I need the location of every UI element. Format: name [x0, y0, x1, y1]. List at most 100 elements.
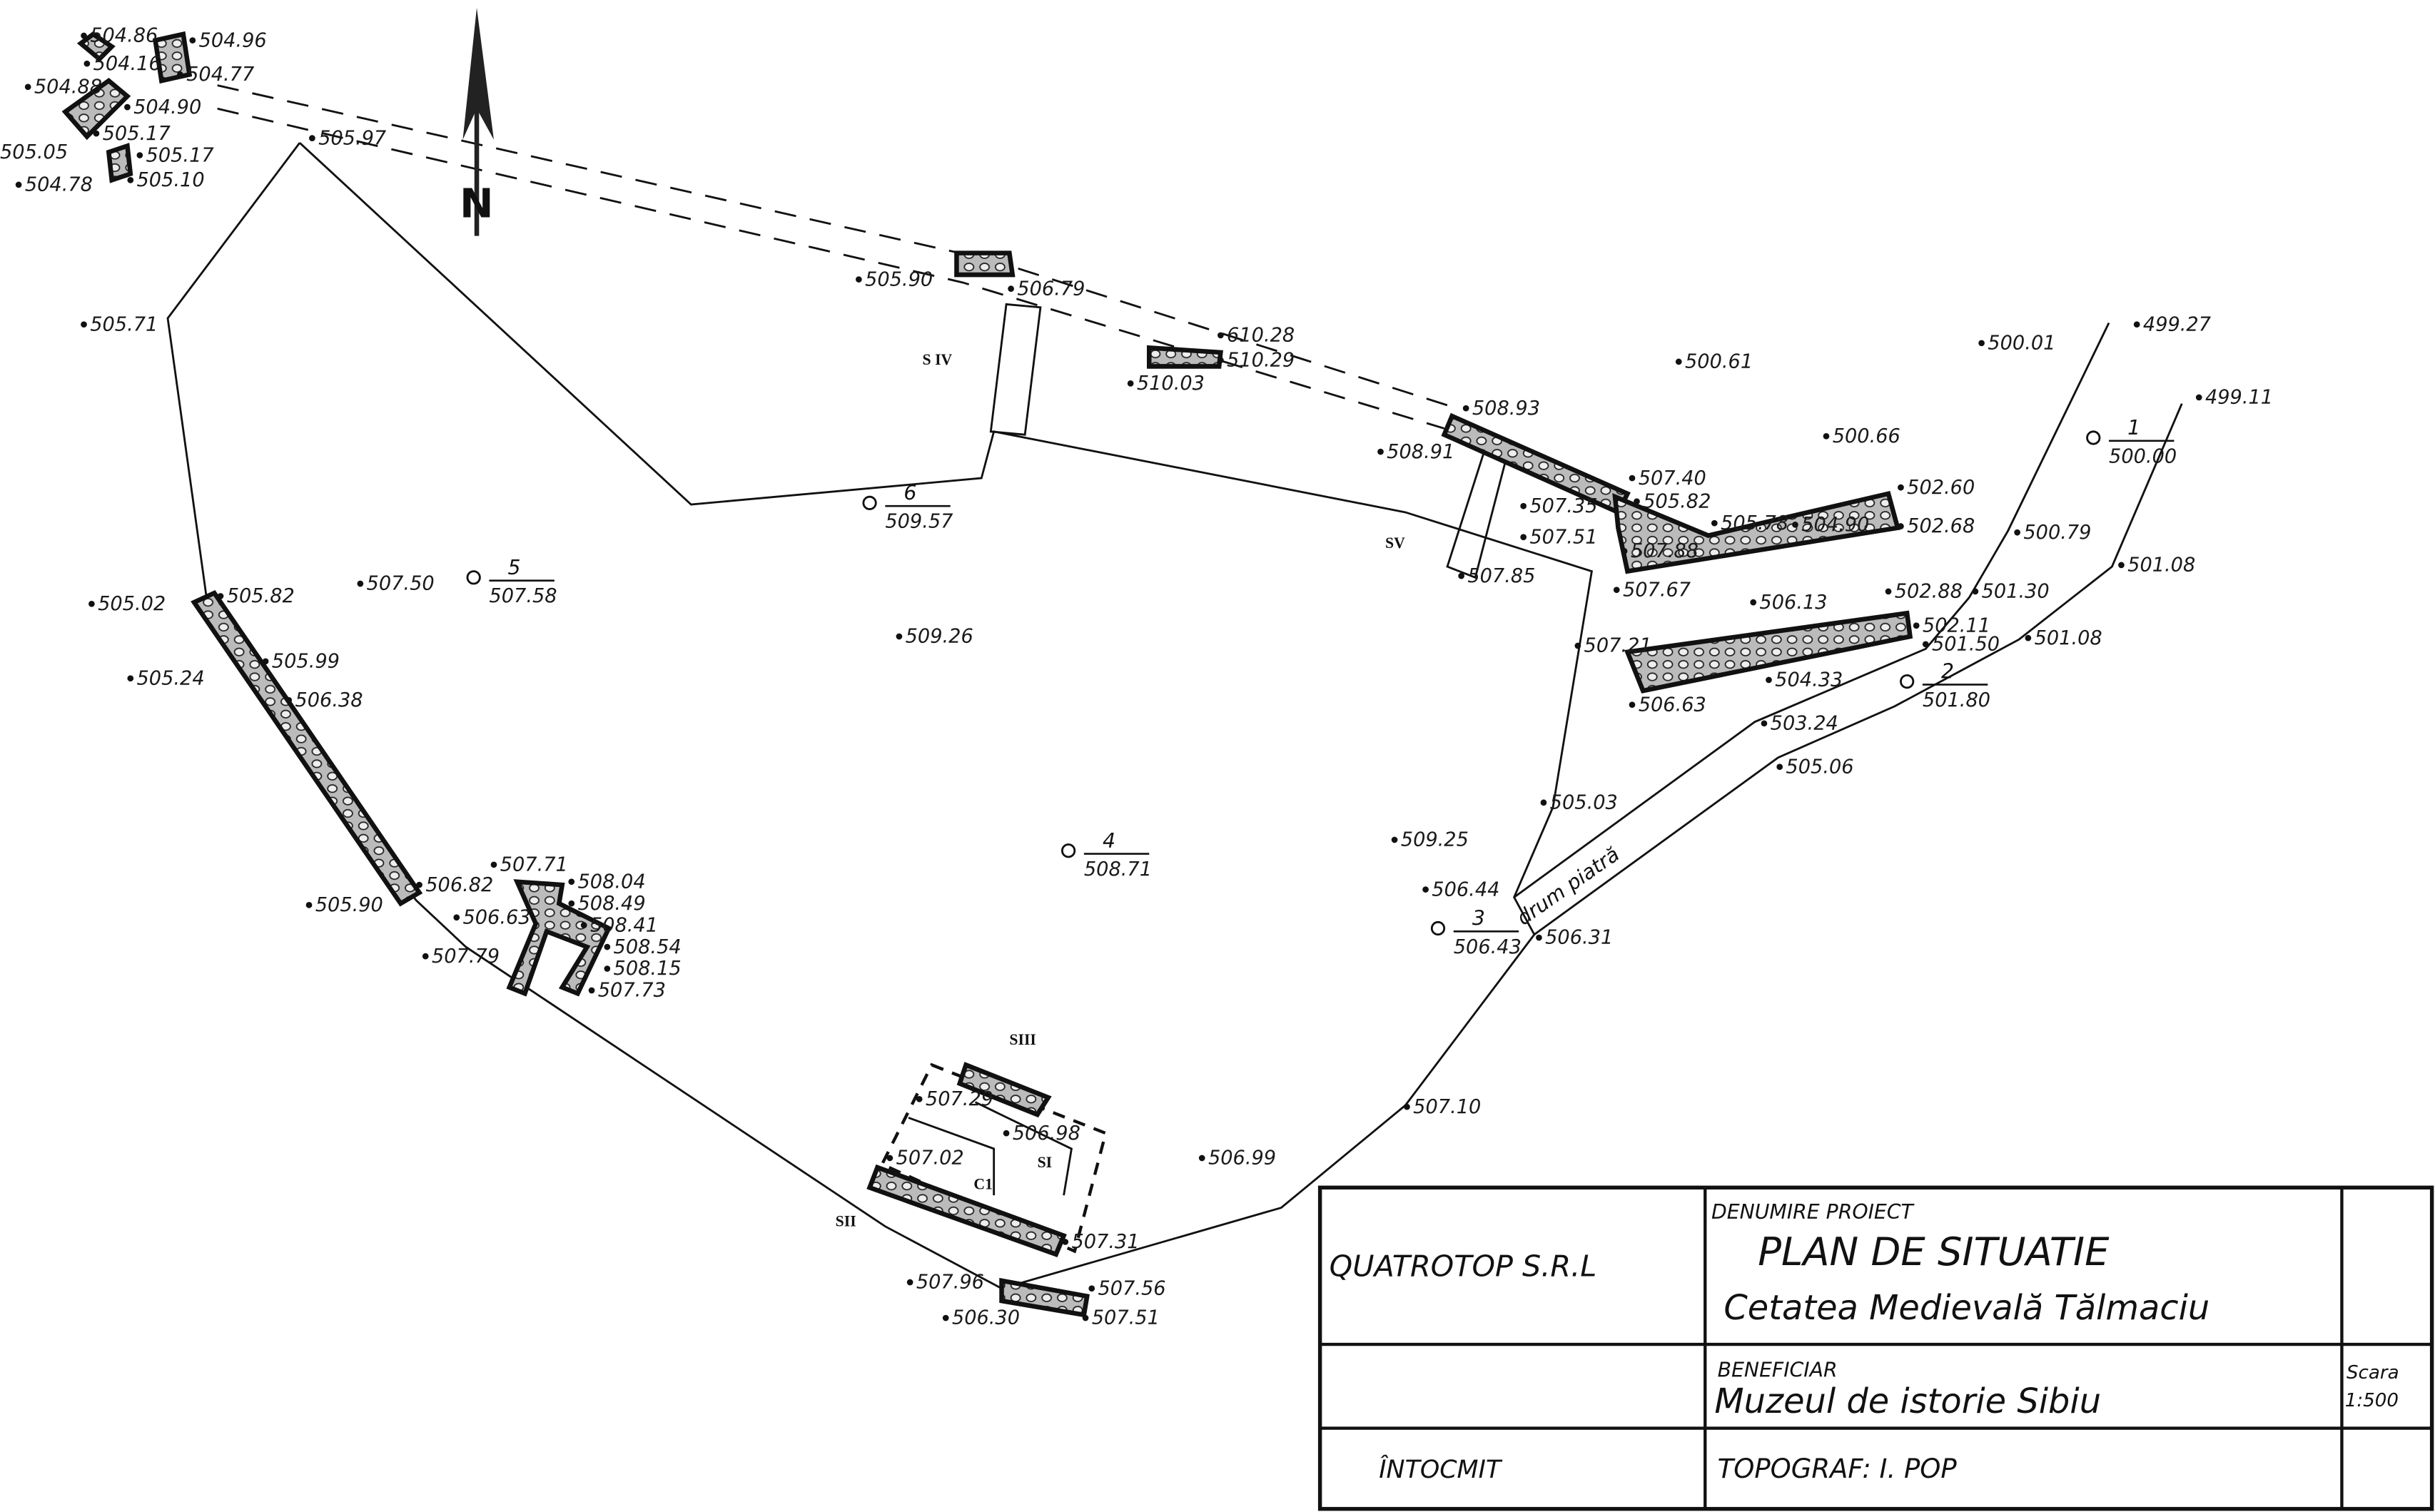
elevation-label: 504.90: [1801, 514, 1869, 536]
survey-point: [127, 675, 134, 682]
survey-point: [285, 696, 293, 704]
north-label: N: [460, 181, 493, 228]
road-edge: [1513, 322, 2110, 898]
project-subtitle: Cetatea Medievală Tălmaciu: [1723, 1289, 2209, 1328]
elevation-label: 509.26: [906, 626, 973, 648]
elevation-label: 504.96: [199, 29, 267, 51]
survey-point: [1082, 1314, 1089, 1321]
station-number: 3: [1472, 907, 1485, 930]
survey-point: [1776, 763, 1783, 771]
elevation-label: 507.51: [1092, 1307, 1160, 1329]
elevation-label: 508.91: [1387, 441, 1454, 463]
elevation-label: 505.06: [1786, 756, 1853, 778]
survey-point: [580, 922, 587, 928]
elevation-label: 507.71: [500, 853, 568, 876]
survey-point: [136, 152, 143, 158]
survey-point: [1792, 521, 1798, 528]
survey-point: [896, 633, 903, 640]
survey-point: [1540, 799, 1547, 806]
survey-point: [1766, 676, 1772, 684]
elevation-label: 501.08: [2035, 627, 2102, 649]
survey-point: [81, 321, 87, 328]
survey-point: [217, 593, 224, 599]
elevation-label: 505.99: [272, 650, 340, 672]
survey-point: [1750, 599, 1757, 606]
elevation-label: 506.31: [1545, 927, 1613, 949]
survey-point: [88, 600, 95, 607]
survey-point: [83, 60, 91, 67]
elevation-label: 507.35: [1529, 495, 1597, 517]
road-edge: [1534, 403, 2183, 935]
station-number: 1: [2127, 416, 2140, 440]
survey-point: [568, 878, 575, 886]
survey-point: [1675, 358, 1682, 365]
survey-point: [1574, 642, 1581, 649]
survey-point: [309, 135, 315, 141]
elevation-label: 505.17: [103, 123, 171, 145]
elevation-label: 507.88: [1631, 540, 1699, 562]
survey-point: [1922, 641, 1929, 648]
elevation-label: 508.49: [577, 893, 645, 915]
trench-s1-line: [974, 1101, 1073, 1196]
survey-point: [604, 965, 611, 972]
survey-point: [305, 902, 313, 908]
survey-point: [1462, 405, 1469, 412]
elevation-label: 502.88: [1895, 581, 1963, 603]
survey-point: [177, 71, 183, 78]
survey-point: [15, 181, 22, 188]
trench-s1-line: [908, 1117, 996, 1196]
elevation-label: 507.31: [1071, 1231, 1139, 1253]
elevation-label: 500.66: [1833, 425, 1900, 447]
survey-point: [1634, 498, 1640, 505]
survey-point: [886, 1155, 893, 1162]
sector-label: C1: [973, 1175, 993, 1192]
survey-point: [416, 881, 422, 888]
elevation-label: 504.86: [90, 25, 158, 47]
elevation-label: 507.02: [896, 1147, 964, 1169]
elevation-label: 504.33: [1775, 669, 1843, 691]
elevation-label: 506.82: [425, 874, 493, 896]
station-elevation: 506.43: [1454, 936, 1522, 958]
elevation-label: 506.99: [1208, 1147, 1276, 1169]
elevation-label: 500.79: [2023, 522, 2091, 544]
survey-point: [1088, 1285, 1095, 1292]
elevation-label: 500.01: [1988, 333, 2055, 355]
elevation-label: 507.21: [1584, 635, 1652, 657]
elevation-label: 508.04: [577, 871, 645, 893]
elevation-label: 505.78: [1721, 512, 1788, 534]
title-block: QUATROTOP S.R.L DENUMIRE PROIECT PLAN DE…: [1317, 1185, 2434, 1511]
elevation-label: 507.85: [1467, 565, 1535, 587]
survey-point: [1761, 720, 1768, 727]
survey-point: [1898, 523, 1904, 529]
survey-point: [906, 1279, 913, 1286]
survey-point: [1978, 340, 1985, 347]
survey-point: [1613, 587, 1620, 594]
company-name: QUATROTOP S.R.L: [1330, 1249, 1597, 1283]
survey-point: [588, 987, 595, 994]
survey-point: [916, 1095, 923, 1102]
scale-label: Scara: [2347, 1362, 2399, 1384]
survey-point: [2133, 321, 2140, 328]
station-elevation: 509.57: [885, 511, 953, 533]
survey-point: [24, 83, 31, 91]
elevation-label: 506.79: [1017, 278, 1085, 300]
trench-s5: [1446, 449, 1508, 579]
sector-label: SII: [836, 1213, 856, 1230]
elevation-label: 505.02: [98, 593, 166, 615]
station-number: 5: [508, 556, 521, 579]
beneficiary-name: Muzeul de istorie Sibiu: [1714, 1382, 2101, 1421]
survey-point: [1218, 332, 1224, 339]
survey-point: [1003, 1130, 1010, 1137]
station-elevation: 501.80: [1923, 689, 1990, 711]
north-arrow-icon: N: [460, 7, 494, 236]
survey-point: [1823, 432, 1830, 440]
survey-point: [2014, 529, 2021, 536]
survey-station: 3 506.43: [1430, 907, 1522, 958]
elevation-label: 508.54: [614, 936, 682, 958]
elevation-label: 505.82: [227, 585, 295, 607]
elevation-label: 505.10: [136, 169, 204, 191]
survey-point: [127, 177, 134, 183]
elevation-label: 500.61: [1685, 351, 1753, 373]
station-number: 6: [903, 482, 916, 505]
elevation-label: 505.24: [136, 667, 204, 689]
